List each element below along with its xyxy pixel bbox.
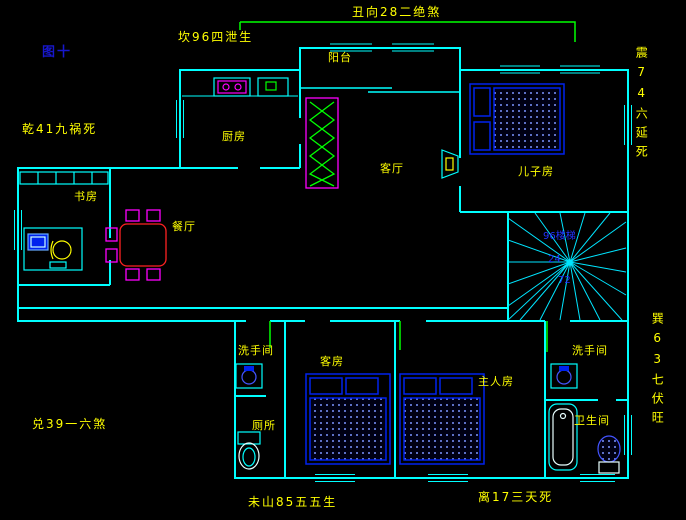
stair-marking-3: 72 xyxy=(558,275,571,286)
compass-label-bottom-right: 离17三天死 xyxy=(478,490,554,504)
plant xyxy=(305,97,339,189)
room-label-study: 书房 xyxy=(74,190,98,203)
property-line-and-doors xyxy=(239,21,576,352)
washbasin-right xyxy=(550,363,578,389)
room-label-balcony: 阳台 xyxy=(328,51,352,64)
son-bed xyxy=(469,83,565,155)
figure-number-label: 图十 xyxy=(42,45,73,60)
compass-label-left-lower: 兑39一六煞 xyxy=(32,417,108,431)
toilet-right xyxy=(597,435,621,474)
compass-label-top-left: 坎96四泄生 xyxy=(178,30,254,44)
master-bed xyxy=(399,373,485,465)
study-fixtures xyxy=(19,171,109,271)
compass-label-right-upper: 震74六延死 xyxy=(634,46,649,164)
toilet-left xyxy=(237,431,261,470)
room-label-washroom-right: 洗手间 xyxy=(572,344,608,357)
room-label-washroom-left: 洗手间 xyxy=(238,344,274,357)
room-label-toilet: 厕所 xyxy=(252,419,276,432)
walls xyxy=(17,47,629,479)
room-label-kitchen: 厨房 xyxy=(222,130,246,143)
room-label-living-room: 客厅 xyxy=(380,162,404,175)
washbasin-left xyxy=(235,363,263,389)
room-label-master-room: 主人房 xyxy=(478,375,514,388)
dining-set xyxy=(105,209,167,281)
staircase xyxy=(507,212,627,321)
room-label-guest-room: 客房 xyxy=(320,355,344,368)
room-label-dining: 餐厅 xyxy=(172,220,196,233)
room-label-bathroom: 卫生间 xyxy=(574,414,610,427)
bathtub xyxy=(548,403,578,471)
stair-marking-2: 24 xyxy=(548,254,561,265)
guest-bed xyxy=(305,373,391,465)
tv-unit xyxy=(441,149,459,179)
compass-label-left-upper: 乾41九祸死 xyxy=(22,122,98,136)
compass-label-top: 丑向28二绝煞 xyxy=(352,5,442,19)
window-marks xyxy=(14,43,632,482)
compass-label-bottom-left: 未山85五五生 xyxy=(248,495,338,509)
stair-marking-1: 96楼梯 xyxy=(543,231,576,242)
room-label-son-room: 儿子房 xyxy=(518,165,554,178)
compass-label-right-lower: 巽63七伏旺 xyxy=(650,312,665,430)
kitchen-fixtures xyxy=(213,77,289,97)
